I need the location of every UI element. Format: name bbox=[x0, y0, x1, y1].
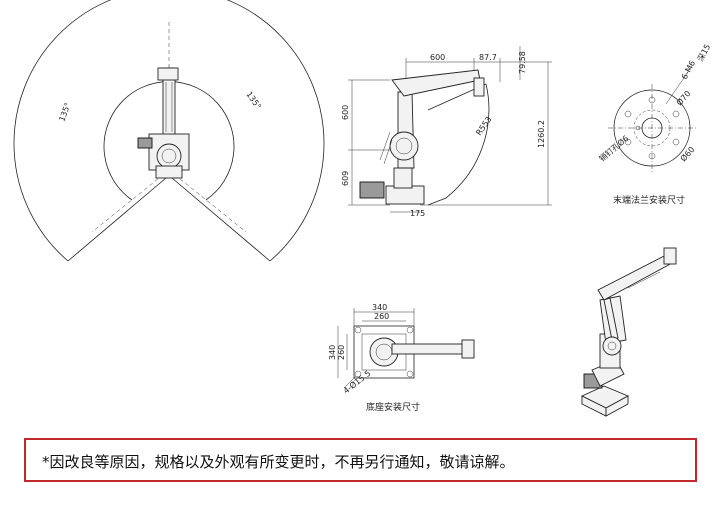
dim-1260-2: 1260.2 bbox=[537, 120, 546, 148]
dim-609: 609 bbox=[341, 171, 350, 186]
dim-r553: R553 bbox=[474, 115, 493, 137]
base-dim-260-left: 260 bbox=[337, 345, 346, 360]
flange-label-holes: 6-M6 bbox=[680, 59, 697, 81]
flange-caption: 末端法兰安装尺寸 bbox=[613, 194, 685, 206]
base-caption: 底座安装尺寸 bbox=[366, 401, 420, 413]
angle-label-left: 135° bbox=[57, 101, 72, 122]
top-view-working-range: 135° 135° bbox=[13, 0, 325, 262]
flange-label-phi70: Ø70 bbox=[674, 88, 692, 107]
dim-87-7: 87.7 bbox=[479, 53, 497, 62]
base-dim-260-top: 260 bbox=[374, 312, 389, 321]
base-dim-hole: 4-Ø15.5 bbox=[341, 368, 372, 396]
base-view: 340 260 340 260 4-Ø15.5 底座安装尺寸 bbox=[328, 303, 475, 413]
dim-79-58: 79.58 bbox=[518, 51, 527, 74]
dim-600-left: 600 bbox=[341, 105, 350, 120]
base-dim-340-top: 340 bbox=[372, 303, 387, 312]
flange-view: 6-M6 深15 Ø70 Ø60 销钉孔Ø6 末端法兰安装尺寸 bbox=[597, 43, 712, 206]
technical-drawing: 135° 135° 600 87.7 79.58 600 609 bbox=[13, 0, 712, 417]
flange-label-pin: 销钉孔Ø6 bbox=[597, 133, 631, 163]
dim-175: 175 bbox=[410, 209, 425, 218]
base-dim-340-left: 340 bbox=[328, 345, 337, 360]
side-view: 600 87.7 79.58 600 609 1260.2 R553 175 bbox=[341, 46, 552, 218]
disclaimer-box: *因改良等原因，规格以及外观有所变更时，不再另行通知，敬请谅解。 bbox=[24, 438, 697, 482]
flange-label-phi60: Ø60 bbox=[678, 144, 696, 163]
isometric-robot-view bbox=[580, 247, 677, 417]
disclaimer-text: *因改良等原因，规格以及外观有所变更时，不再另行通知，敬请谅解。 bbox=[42, 453, 515, 471]
flange-label-depth: 深15 bbox=[696, 43, 712, 63]
dim-600-top: 600 bbox=[430, 53, 445, 62]
angle-label-right: 135° bbox=[244, 90, 262, 111]
